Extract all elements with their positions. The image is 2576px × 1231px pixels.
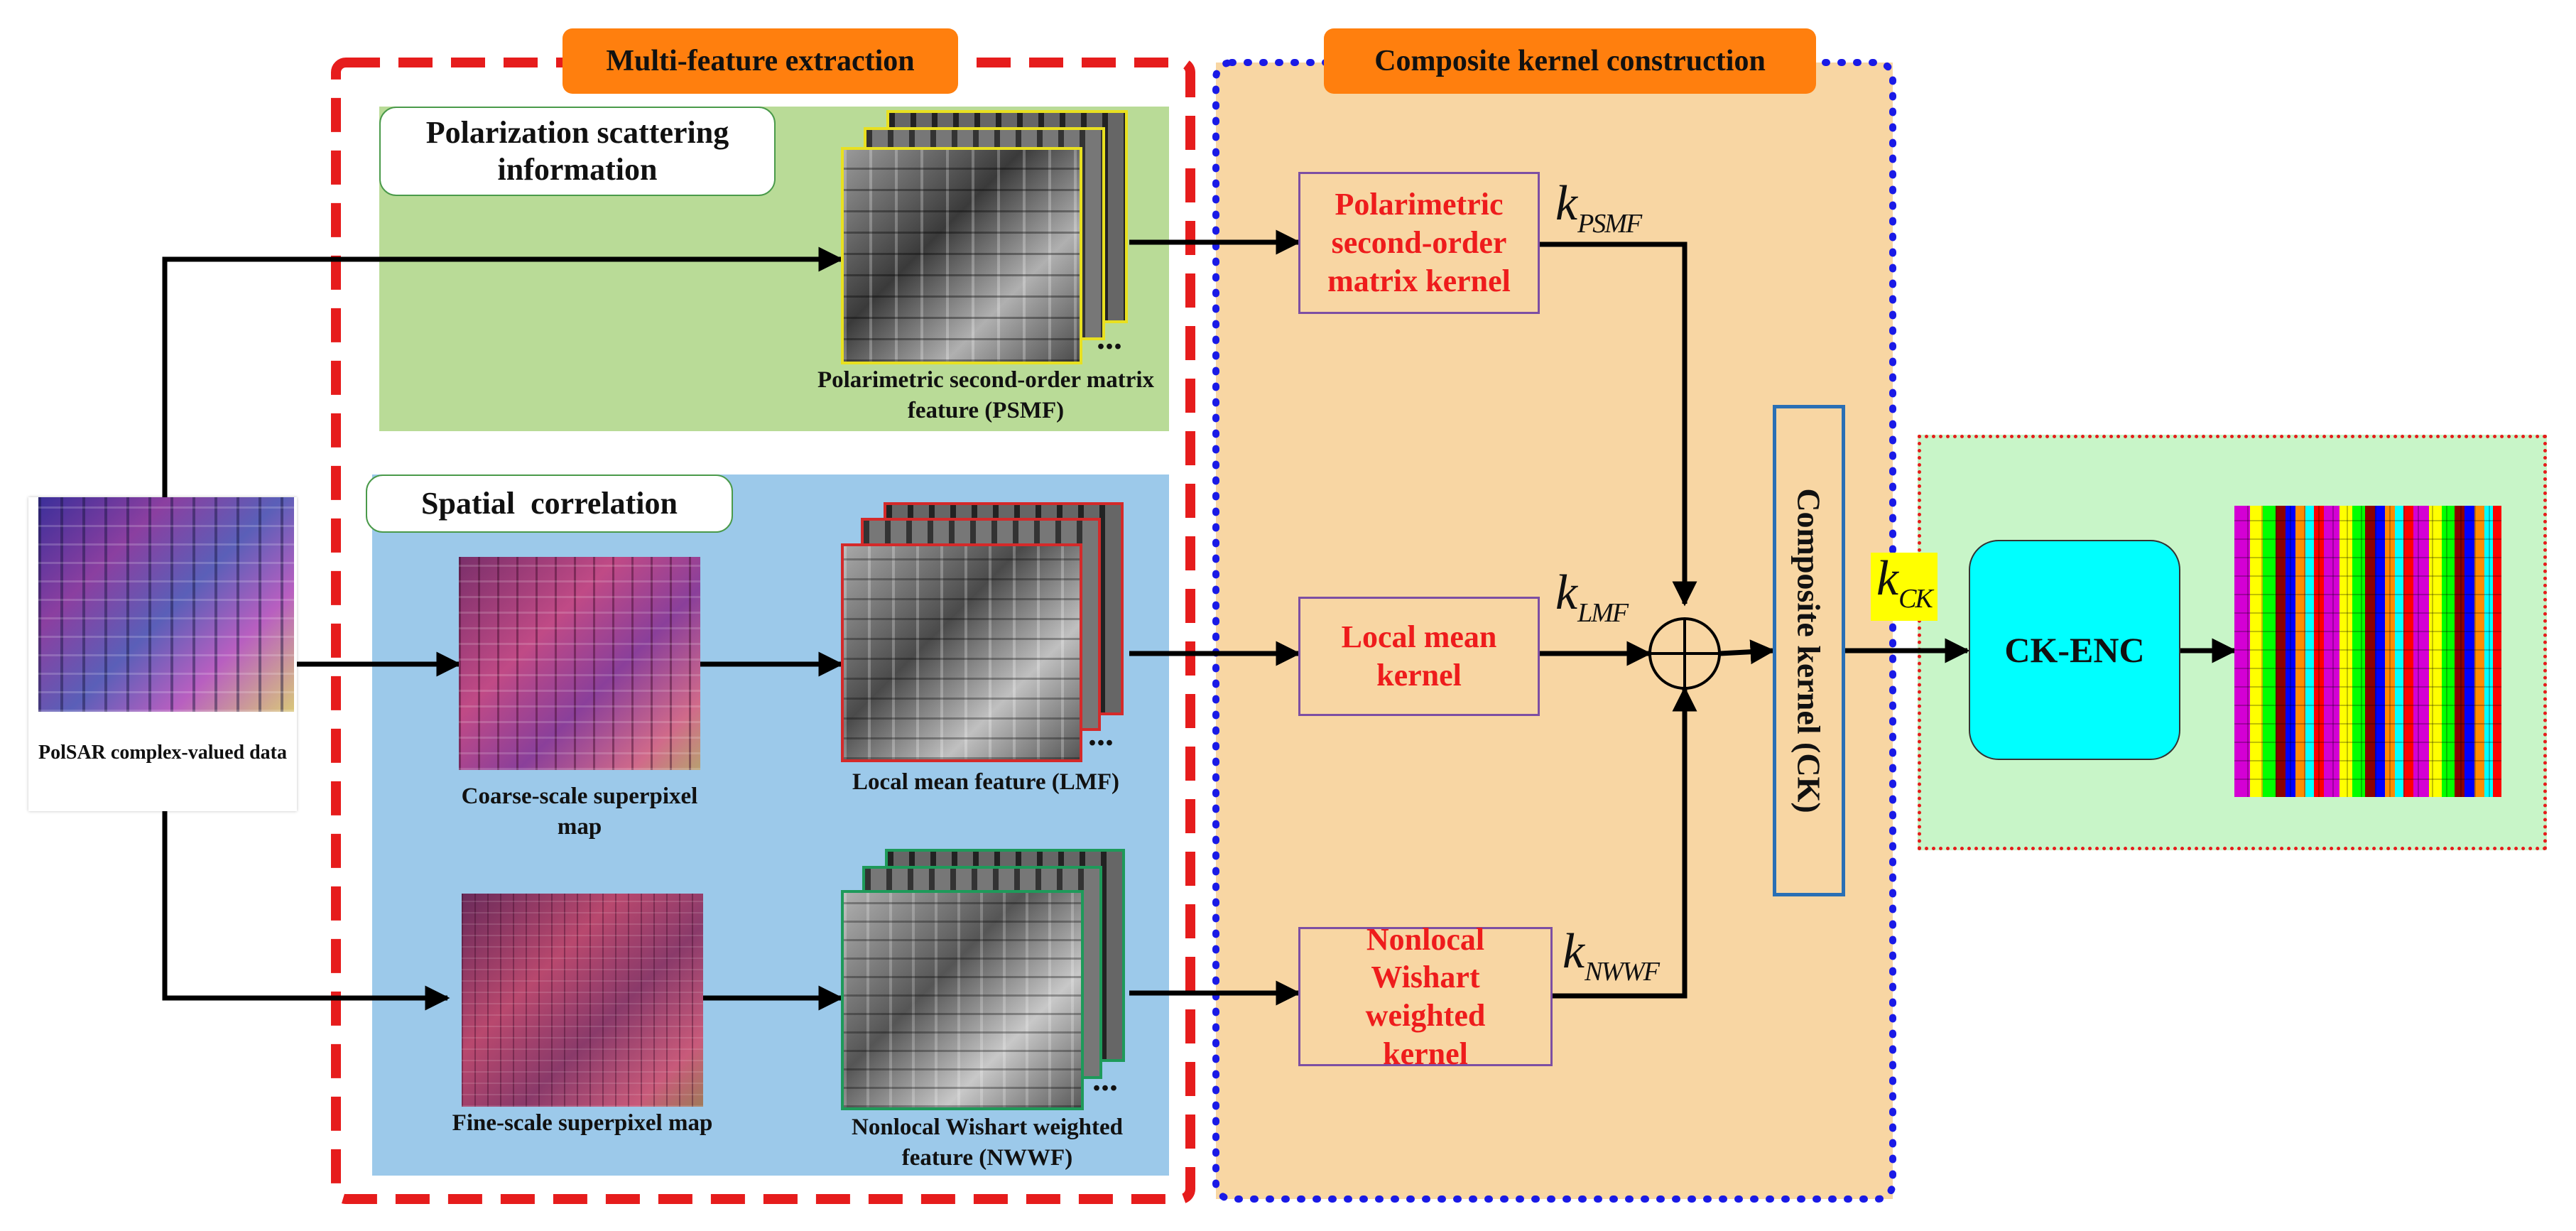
multi-feature-title: Multi-feature extraction xyxy=(606,45,915,77)
composite-tag: Composite kernel construction xyxy=(1324,28,1816,94)
spatial-label: Spatial correlation xyxy=(366,474,733,533)
input-block: PolSAR complex-valued data xyxy=(28,497,297,811)
fine-map-image xyxy=(462,894,703,1107)
coarse-map-image xyxy=(459,557,700,770)
k-nwwf-symbol: kNWWF xyxy=(1563,924,1660,987)
lmf-kernel-box: Local mean kernel xyxy=(1298,597,1540,716)
lmf-stack xyxy=(841,502,1132,764)
multi-feature-tag: Multi-feature extraction xyxy=(563,28,958,94)
lmf-caption: Local mean feature (LMF) xyxy=(852,769,1120,795)
psmf-ellipsis: ... xyxy=(1097,319,1122,357)
composite-kernel-box: Composite kernel (CK) xyxy=(1773,405,1845,896)
ck-enc-label: CK-ENC xyxy=(2004,630,2145,670)
arrow-input-fine xyxy=(162,811,450,1011)
polsar-input-image xyxy=(38,497,294,712)
nwwf-caption: Nonlocal Wishart weighted feature (NWWF) xyxy=(852,1115,1123,1171)
nwwf-stack xyxy=(841,849,1132,1110)
psmf-caption: Polarimetric second-order matrix feature… xyxy=(817,367,1155,423)
input-caption: PolSAR complex-valued data xyxy=(38,742,287,764)
arrow-kpsmf-sum xyxy=(1540,242,1697,607)
psmf-stack xyxy=(841,110,1132,367)
k-lmf-symbol: kLMF xyxy=(1555,565,1629,628)
ck-enc-box: CK-ENC xyxy=(1969,540,2180,760)
lmf-ellipsis: ... xyxy=(1088,715,1114,753)
composite-frame xyxy=(1212,59,1896,1203)
fine-map-caption: Fine-scale superpixel map xyxy=(452,1110,713,1136)
psmf-kernel-box: Polarimetric second-order matrix kernel xyxy=(1298,172,1540,314)
composite-title: Composite kernel construction xyxy=(1374,45,1766,77)
nwwf-ellipsis: ... xyxy=(1092,1061,1118,1098)
arrow-sum-ck xyxy=(1719,639,1776,665)
composite-kernel-label: Composite kernel (CK) xyxy=(1790,488,1827,813)
k-psmf-symbol: kPSMF xyxy=(1555,176,1642,239)
multi-feature-frame xyxy=(331,58,1195,1204)
nwwf-layer-1 xyxy=(841,890,1084,1110)
lmf-layer-1 xyxy=(841,543,1082,762)
nwwf-kernel-box: Nonlocal Wishart weighted kernel xyxy=(1298,922,1553,1071)
sum-node xyxy=(1648,617,1721,690)
k-ck-symbol: kCK xyxy=(1871,553,1938,621)
classification-map-image xyxy=(2234,506,2501,797)
arrow-input-psmf xyxy=(162,246,844,497)
coarse-map-caption: Coarse-scale superpixel map xyxy=(461,783,698,840)
polarization-label: Polarization scattering information xyxy=(379,107,776,196)
arrow-knwwf-sum xyxy=(1553,686,1697,999)
psmf-layer-1 xyxy=(841,147,1082,364)
